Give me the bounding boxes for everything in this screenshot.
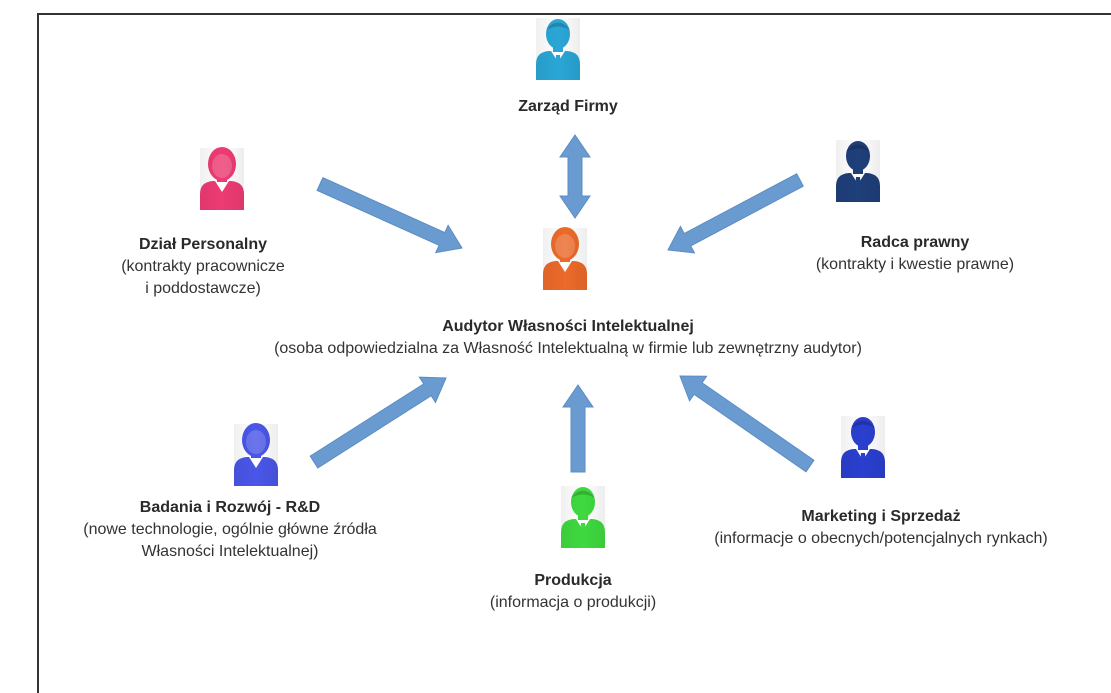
node-badania-rozwoj: Badania i Rozwój - R&D (nowe technologie…	[30, 497, 430, 563]
arrow-radca-to-audytor	[667, 173, 804, 254]
produkcja-desc: (informacja o produkcji)	[489, 594, 657, 611]
people-layer	[200, 18, 885, 548]
marketing-title: Marketing i Sprzedaż	[801, 508, 961, 525]
marketing-person-icon	[841, 416, 885, 478]
arrow-zarzad-audytor	[559, 134, 591, 219]
diagram-border	[37, 13, 1111, 693]
produkcja-title: Produkcja	[534, 572, 612, 589]
personalny-desc-line2: i poddostawcze)	[145, 280, 261, 297]
arrow-produkcja-to-audytor	[562, 384, 594, 473]
audytor-desc: (osoba odpowiedzialna za Własność Intele…	[274, 340, 862, 357]
radca-person-icon	[836, 140, 880, 202]
rd-person-icon	[234, 423, 278, 486]
audytor-person-icon	[543, 227, 587, 290]
node-radca-prawny: Radca prawny (kontrakty i kwestie prawne…	[770, 232, 1060, 276]
radca-desc: (kontrakty i kwestie prawne)	[815, 256, 1015, 273]
zarzad-person-icon	[536, 18, 580, 80]
arrows-layer	[309, 134, 815, 473]
node-dzial-personalny: Dział Personalny (kontrakty pracownicze …	[88, 234, 318, 300]
node-marketing: Marketing i Sprzedaż (informacje o obecn…	[655, 506, 1107, 550]
zarzad-title: Zarząd Firmy	[518, 98, 618, 115]
node-produkcja: Produkcja (informacja o produkcji)	[448, 570, 698, 614]
audytor-title: Audytor Własności Intelektualnej	[442, 318, 694, 335]
node-zarzad: Zarząd Firmy	[468, 96, 668, 118]
marketing-desc: (informacje o obecnych/potencjalnych ryn…	[714, 530, 1048, 547]
personalny-desc-line1: (kontrakty pracownicze	[121, 258, 285, 275]
node-audytor: Audytor Własności Intelektualnej (osoba …	[168, 316, 968, 360]
arrow-personalny-to-audytor	[316, 176, 463, 254]
produkcja-person-icon	[561, 486, 605, 548]
personalny-title: Dział Personalny	[138, 236, 268, 253]
personalny-person-icon	[200, 147, 244, 210]
radca-title: Radca prawny	[860, 234, 970, 251]
arrow-marketing-to-audytor	[679, 375, 815, 473]
rd-title: Badania i Rozwój - R&D	[139, 499, 321, 516]
rd-desc-line2: Własności Intelektualnej)	[141, 543, 319, 560]
arrow-rd-to-audytor	[309, 376, 447, 469]
rd-desc-line1: (nowe technologie, ogólnie główne źródła	[83, 521, 377, 538]
